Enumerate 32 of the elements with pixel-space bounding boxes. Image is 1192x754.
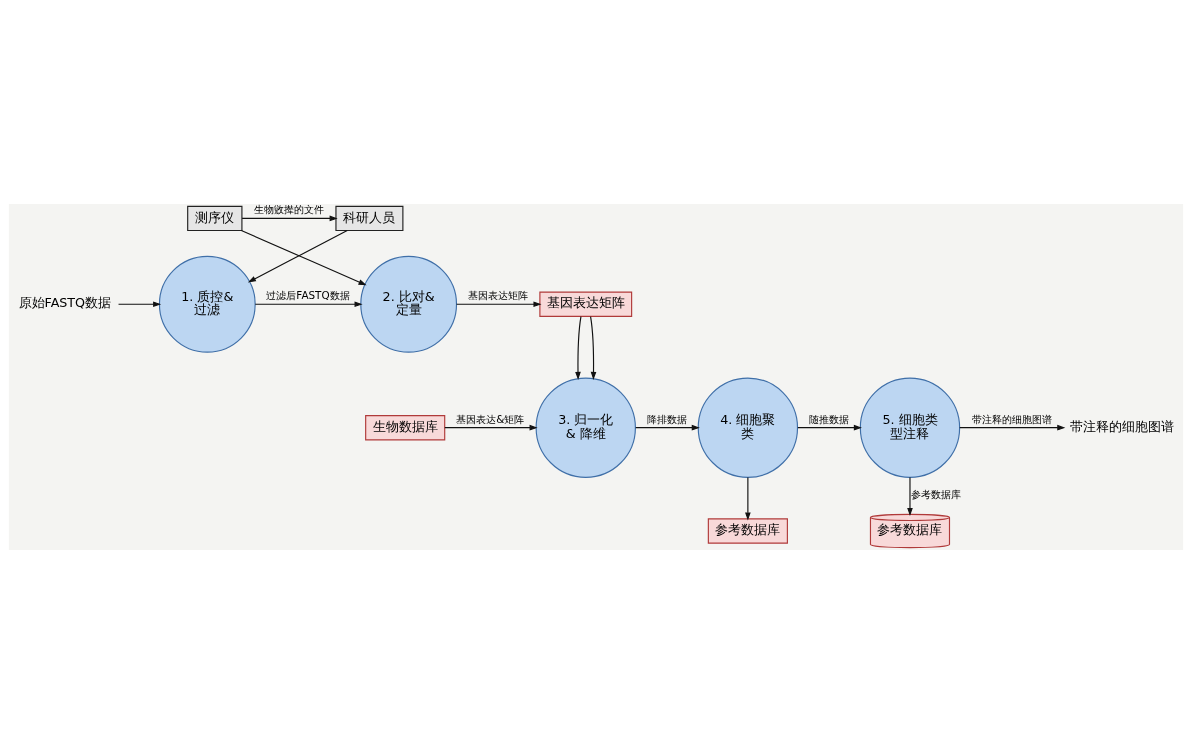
arrow — [797, 424, 862, 431]
node-text: 原始FASTQ数据 — [18, 295, 112, 311]
edge-label: 降排数据 — [646, 412, 687, 425]
edge-label: 参考数据库 — [911, 488, 962, 501]
edge-label: 带注释的细胞图谱 — [971, 412, 1052, 425]
node-box: 基因表达矩阵 — [539, 291, 633, 317]
edge-label: 过滤后FASTQ数据 — [266, 289, 350, 302]
node-circle: 5. 细胞类型注释 — [859, 377, 961, 478]
edge-label: 基因表达矩阵 — [468, 289, 529, 302]
arrow — [247, 230, 348, 283]
arrow — [240, 230, 367, 286]
arrow — [590, 315, 597, 380]
node-box: 测序仪 — [187, 205, 243, 232]
arrow — [745, 477, 751, 521]
arrow — [575, 315, 582, 380]
node-box: 科研人员 — [335, 205, 404, 232]
node-box: 参考数据库 — [707, 518, 788, 544]
edge-label: 生物敓撵的文件 — [253, 203, 324, 216]
arrow — [254, 301, 363, 308]
node-box: 生物数据库 — [365, 415, 446, 441]
arrow — [241, 215, 338, 222]
arrow — [456, 301, 542, 308]
arrow — [635, 424, 700, 431]
arrow — [907, 477, 913, 516]
node-text: 带注释的细胞图谱 — [1070, 418, 1175, 434]
node-circle: 3. 归一化& 降维 — [535, 377, 636, 478]
edge-label: 随推数据 — [808, 412, 849, 425]
arrow — [444, 424, 538, 431]
node-circle: 4. 细胞聚类 — [697, 377, 799, 478]
arrow — [117, 301, 162, 308]
arrow — [959, 424, 1066, 431]
edge-label: 基因表达&矩阵 — [456, 412, 525, 425]
